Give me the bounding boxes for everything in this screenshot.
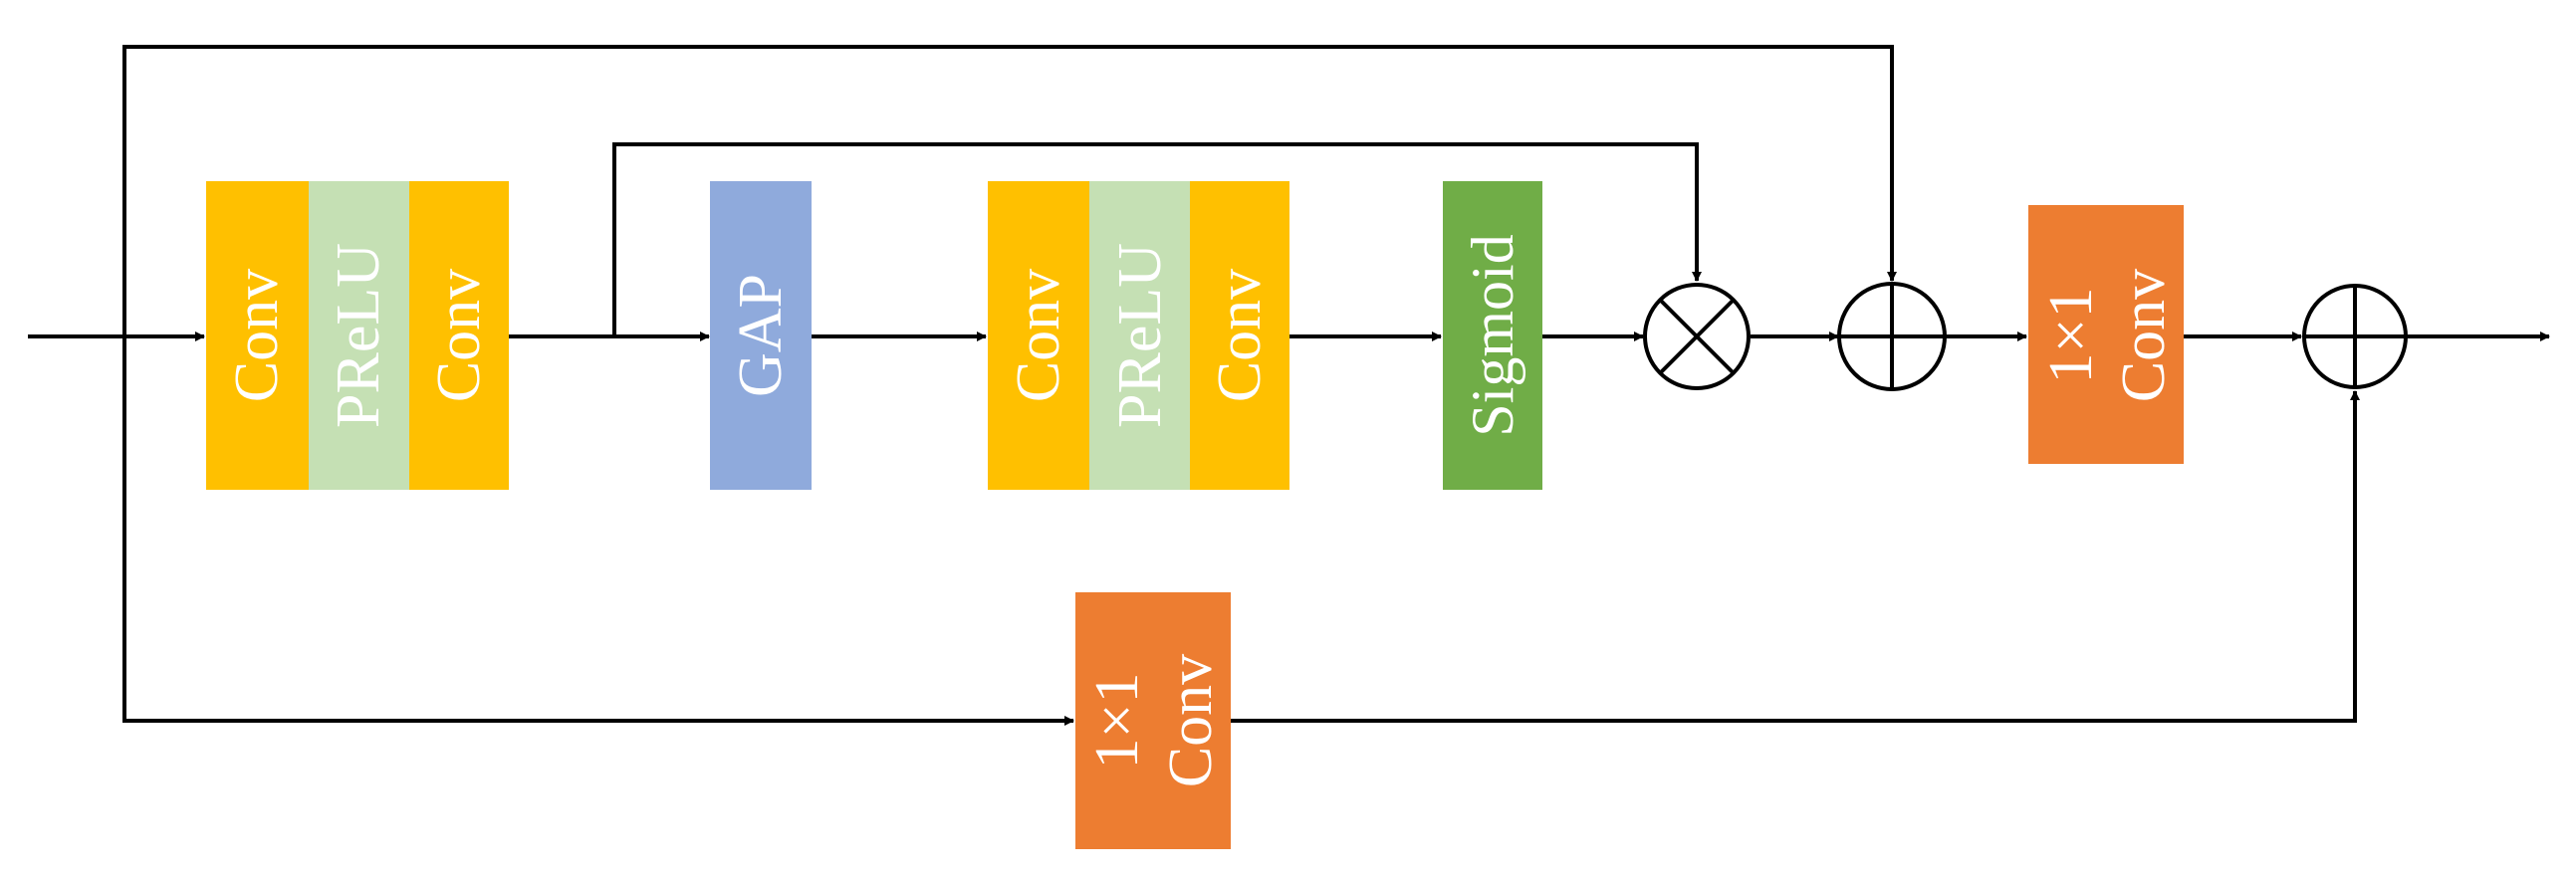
- sigmoid-label: Sigmoid: [1460, 234, 1525, 436]
- skip-conv-to-add-arrow: [1231, 390, 2360, 723]
- conv-block: [1190, 181, 1289, 490]
- conv-block: [988, 181, 1089, 490]
- multiply-icon: [1643, 283, 1751, 390]
- connectors: [28, 45, 2550, 726]
- conv1x1-size-label: 1×1: [1083, 673, 1151, 770]
- gap-block: GAP: [710, 181, 812, 490]
- outer-skip-arrow: [122, 45, 1897, 336]
- sigmoid-block: Sigmoid: [1443, 181, 1542, 490]
- conv-block: [206, 181, 309, 490]
- conv1x1-size-label: 1×1: [2037, 288, 2105, 384]
- conv1x1-rect: [2028, 205, 2184, 464]
- conv1x1-conv-label: Conv: [2110, 269, 2178, 402]
- prelu-block: [1089, 181, 1190, 490]
- prelu-block: [309, 181, 409, 490]
- conv1x1-conv-label: Conv: [1157, 654, 1225, 787]
- conv1x1-rect: [1075, 592, 1231, 849]
- prelu-label: PReLU: [1106, 243, 1174, 428]
- inner-skip-arrow: [612, 142, 1702, 336]
- conv-label: Conv: [223, 269, 291, 402]
- gap-label: GAP: [727, 274, 795, 397]
- conv-label: Conv: [1005, 269, 1072, 402]
- conv-prelu-conv-block-2: Conv PReLU Conv: [988, 181, 1289, 490]
- add-icon: [1837, 282, 1947, 391]
- sigmoid-rect: [1443, 181, 1542, 490]
- conv1x1-block-skip: 1×1 Conv: [1075, 592, 1231, 849]
- conv-prelu-conv-block-1: Conv PReLU Conv: [206, 181, 509, 490]
- conv-label: Conv: [425, 269, 493, 402]
- conv1x1-block-main: 1×1 Conv: [2028, 205, 2184, 464]
- add-icon: [2302, 284, 2408, 389]
- conv-block: [409, 181, 509, 490]
- bottom-skip-arrow: [122, 336, 1074, 726]
- prelu-label: PReLU: [325, 243, 392, 428]
- conv-label: Conv: [1206, 269, 1274, 402]
- gap-rect: [710, 181, 812, 490]
